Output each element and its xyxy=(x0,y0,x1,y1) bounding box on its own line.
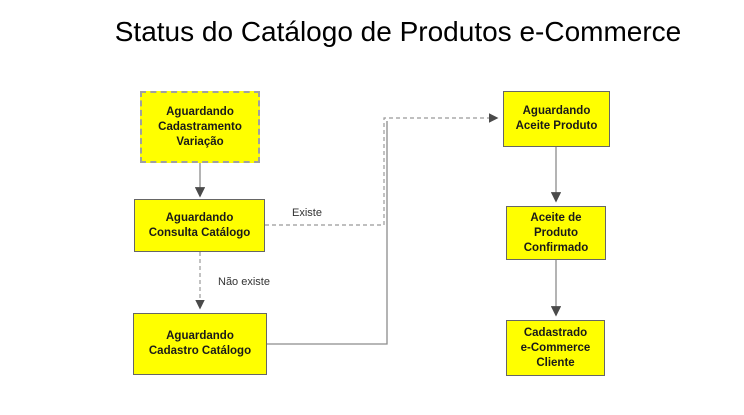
node-aguardando-cadastro-catalogo: Aguardando Cadastro Catálogo xyxy=(133,313,267,375)
node-line: Produto xyxy=(533,226,579,239)
node-line: Aceite de xyxy=(530,211,582,224)
node-line: Cliente xyxy=(536,356,575,369)
edge-cadastro-to-aceite xyxy=(267,121,388,345)
node-line: Aguardando xyxy=(166,330,234,342)
node-cadastrado-ecommerce-cliente: Cadastrado e-Commerce Cliente xyxy=(506,320,605,376)
node-aguardando-consulta-catalogo: Aguardando Consulta Catálogo xyxy=(134,199,265,252)
edge-label-existe: Existe xyxy=(292,207,322,219)
node-line: Cadastramento xyxy=(158,120,242,133)
node-line: e-Commerce xyxy=(520,341,591,354)
node-aguardando-cadastramento-variacao: Aguardando Cadastramento Variação xyxy=(140,91,260,163)
node-aceite-de-produto-confirmado: Aceite de Produto Confirmado xyxy=(506,206,606,260)
page-title: Status do Catálogo de Produtos e-Commerc… xyxy=(114,16,682,47)
node-line: Aguardando xyxy=(522,105,591,117)
edge-consulta-to-aceite xyxy=(265,113,499,226)
node-line: Variação xyxy=(176,135,224,148)
node-line: Aceite Produto xyxy=(515,120,598,132)
node-line: Aguardando xyxy=(166,105,234,118)
node-line: Aguardando xyxy=(165,211,234,224)
node-line: Cadastrado xyxy=(523,326,588,339)
node-line: Confirmado xyxy=(523,241,589,254)
node-line: Cadastro Catálogo xyxy=(148,345,252,357)
node-aguardando-aceite-produto: Aguardando Aceite Produto xyxy=(503,91,610,147)
edge-label-nao-existe: Não existe xyxy=(218,276,270,288)
node-line: Consulta Catálogo xyxy=(148,226,251,239)
